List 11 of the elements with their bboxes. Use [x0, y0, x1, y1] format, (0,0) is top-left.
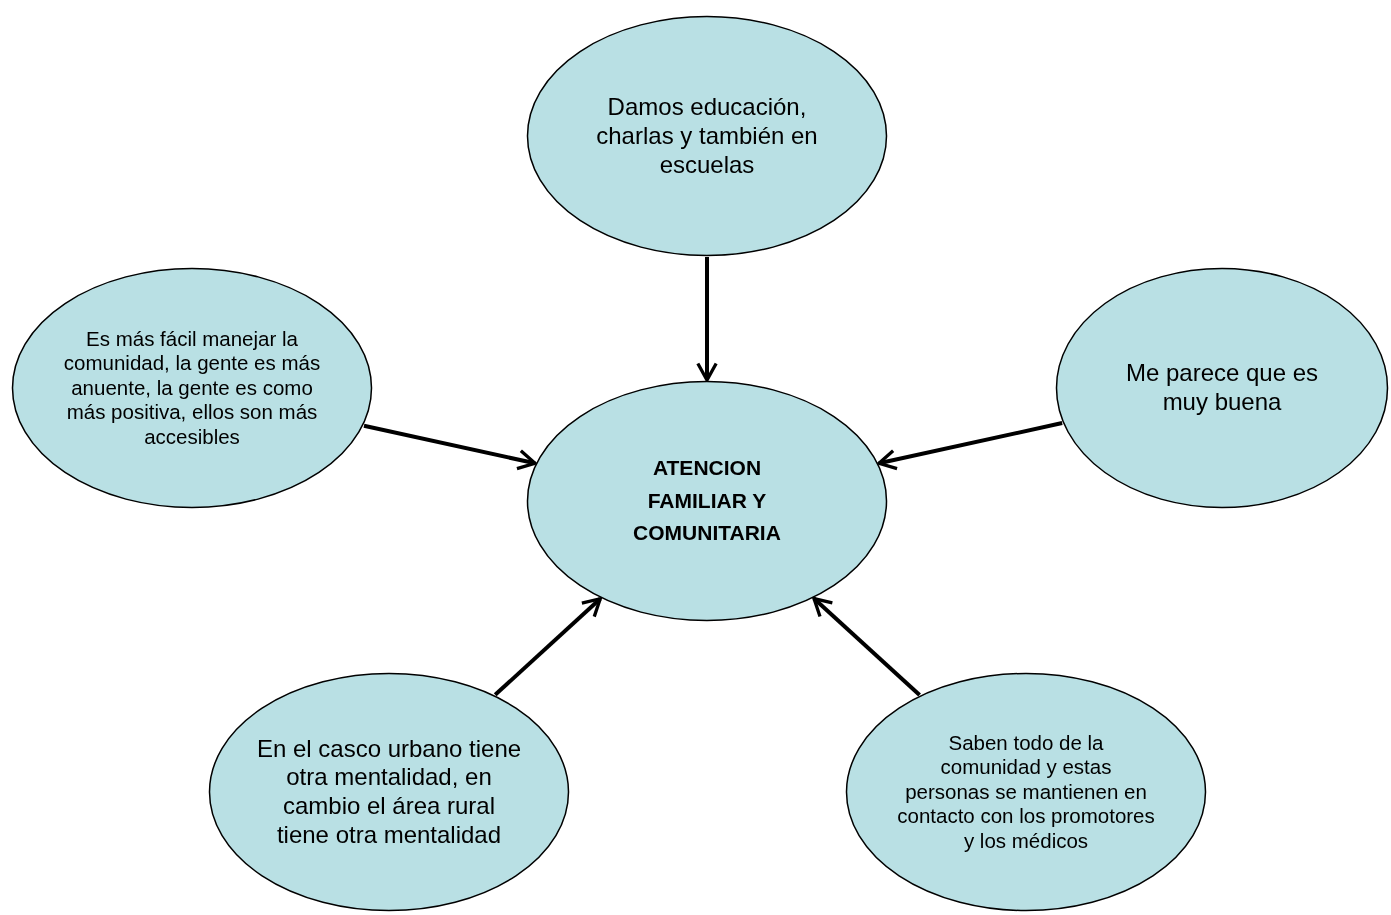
node-text: Damos educación, charlas y también en escuelas [595, 93, 819, 180]
arrow [696, 257, 718, 382]
node-text: Me parece que es muy buena [1124, 359, 1320, 417]
node-text: ATENCION FAMILIAR Y COMUNITARIA [632, 455, 782, 547]
arrow [493, 597, 602, 697]
node-text: En el casco urbano tiene otra mentalidad, en cambio el área rural tiene otra mentalidad [255, 734, 523, 850]
arrow [812, 596, 921, 697]
arrow [877, 421, 1063, 471]
node-text: Es más fácil manejar la comunidad, la gente es más anuente, la gente es como más positiva, ellos son más accesibles [62, 326, 322, 450]
arrow [363, 423, 537, 471]
node-text: Saben todo de la comunidad y estas personas se mantienen en contacto con los promotores y los médicos [896, 730, 1156, 854]
